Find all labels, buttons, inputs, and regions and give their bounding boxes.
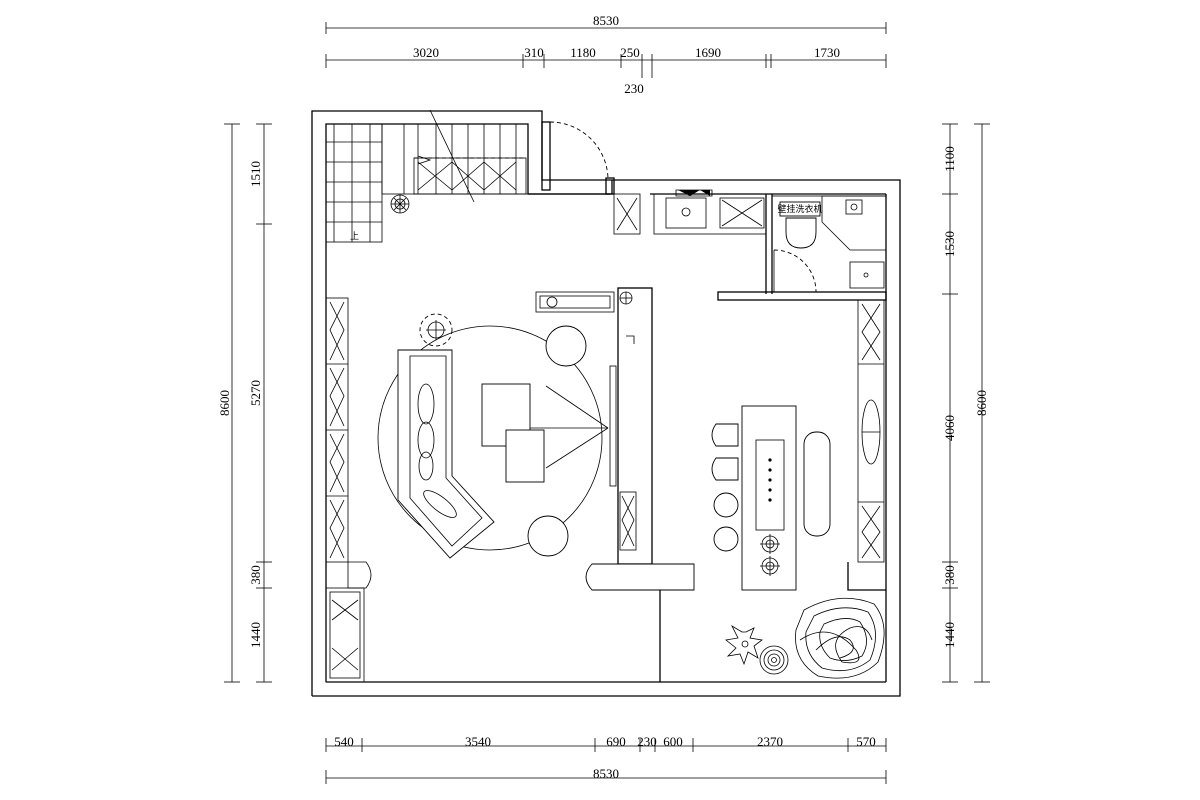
rug-icon [795,597,885,679]
dim-top-total: 8530 [593,13,619,28]
washing-machine [779,201,821,217]
dim-right-total: 8600 [974,390,989,416]
island-counter [741,405,797,591]
dim-top-seg-3: 1180 [570,45,596,60]
round-rug [377,325,603,551]
coffee-table [505,429,545,483]
divider-console [585,563,695,591]
burner-icon [760,534,780,554]
toilet-icon [785,217,817,249]
dim-top-extra: 230 [624,81,644,96]
dim-top-seg-5: 1690 [695,45,721,60]
dim-bottom-seg-4: 230 [637,734,657,749]
dim-top-seg-2: 310 [524,45,544,60]
bench-seat [803,431,831,537]
bar-stool [713,526,739,552]
dim-left-seg-4: 1440 [248,622,263,648]
dim-top-seg-1: 3020 [413,45,439,60]
tv [609,365,617,487]
dim-left-seg-2: 5270 [248,380,263,406]
dim-bottom-seg-7: 570 [856,734,876,749]
plant-icon [725,624,763,666]
stool [527,515,569,557]
bench [535,291,615,313]
dim-bottom-total: 8530 [593,766,619,781]
dim-top-seg-6: 1730 [814,45,840,60]
dim-bottom-seg-3: 690 [606,734,626,749]
dim-top-seg-4: 250 [620,45,640,60]
floor-lamp-icon [419,313,453,347]
bathroom: 壁挂洗衣机 [771,195,887,293]
cushion [417,383,435,425]
cooktop [755,439,785,531]
dim-bottom-seg-5: 600 [663,734,683,749]
cushion [423,490,457,518]
bar-chair [711,423,739,447]
dim-left-total: 8600 [217,390,232,416]
kitchen-counter [613,189,767,235]
kitchen-island [711,405,831,591]
plant-icon [390,194,410,214]
dimension-right: 1100 1530 4060 380 1440 8600 [942,123,990,683]
bar-chair [711,457,739,481]
dim-right-seg-1: 1100 [942,146,957,172]
decor [725,597,885,679]
cushion [418,451,434,481]
entrance-door [549,121,609,181]
stair-up-label: 上 [350,231,359,241]
dim-right-seg-5: 1440 [942,622,957,648]
left-wall-cabinet [325,297,372,683]
dim-bottom-seg-1: 540 [334,734,354,749]
dim-right-seg-4: 380 [942,565,957,585]
cushion [417,421,435,459]
bar-stool [713,492,739,518]
stool [545,325,587,367]
staircase: 上 [325,109,529,243]
dim-right-seg-3: 4060 [942,415,957,441]
dim-bottom-seg-2: 3540 [465,734,491,749]
dim-left-seg-3: 380 [248,565,263,585]
dim-right-seg-2: 1530 [942,231,957,257]
washer-label: 壁挂洗衣机 [777,203,822,214]
spiral-rug-icon [759,645,789,675]
dimension-top: 8530 3020 310 1180 250 1690 1730 230 [325,13,887,96]
right-wall-cabinet [857,299,885,563]
living-room [377,291,695,591]
dimension-left: 8600 1510 5270 380 1440 [217,123,272,683]
dim-left-seg-1: 1510 [248,161,263,187]
dimension-bottom: 540 3540 690 230 600 2370 570 8530 [325,734,887,784]
dim-bottom-seg-6: 2370 [757,734,783,749]
burner-icon [760,556,780,576]
